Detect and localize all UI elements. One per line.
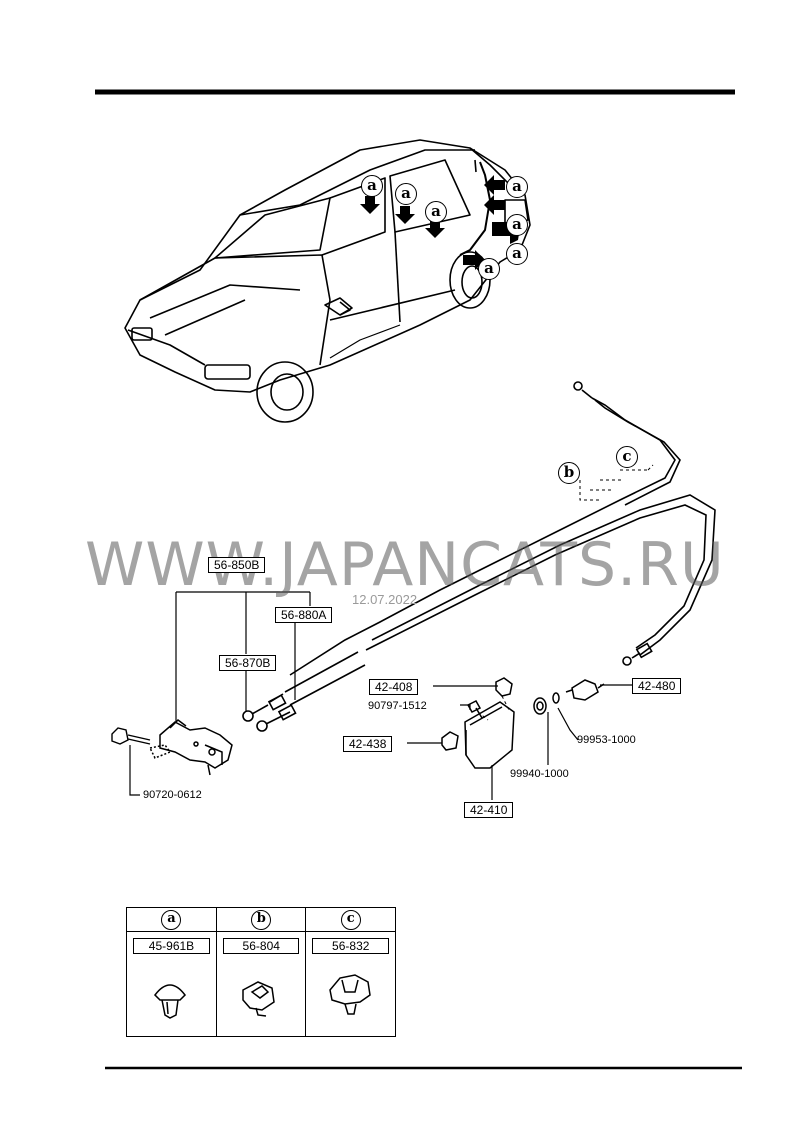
legend-header-b: b [215, 907, 307, 932]
part-label-99940-1000: 99940-1000 [510, 768, 569, 780]
label-leaders [129, 591, 632, 800]
legend-letter-c: c [340, 910, 361, 930]
legend-cell-b: 56-804 [215, 931, 307, 1037]
part-label-42-408: 42-408 [369, 679, 419, 695]
clip-legend-table: a b c 45-961B 56-804 56-832 [126, 907, 396, 1037]
car-illustration [124, 139, 531, 423]
legend-letter-b: b [251, 910, 272, 930]
legend-code-c: 56-832 [312, 938, 389, 954]
part-label-42-438: 42-438 [343, 736, 393, 752]
legend-header-a: a [126, 907, 217, 932]
clip-location-arrows [360, 175, 520, 270]
part-label-42-410: 42-410 [464, 802, 514, 818]
fuel-lid-dashed-leaders [477, 695, 511, 721]
date-stamp: 12.07.2022 [352, 592, 418, 607]
release-cable [242, 381, 716, 732]
legend-code-a: 45-961B [133, 938, 210, 954]
part-label-90797-1512: 90797-1512 [368, 700, 427, 712]
callout-a-6: a [506, 243, 528, 265]
legend-letter-a: a [161, 910, 182, 930]
fuel-lid-assembly [441, 677, 605, 769]
part-label-56-870B: 56-870B [219, 655, 277, 671]
clip-leaders [579, 464, 654, 501]
callout-a-7: a [478, 258, 500, 280]
callout-c: c [616, 446, 638, 468]
callout-a-2: a [395, 183, 417, 205]
callout-a-4: a [506, 176, 528, 198]
part-label-56-880A: 56-880A [275, 607, 333, 623]
part-label-90720-0612: 90720-0612 [143, 789, 202, 801]
legend-code-b: 56-804 [222, 938, 300, 954]
legend-cell-c: 56-832 [305, 931, 396, 1037]
watermark: WWW.JAPANCATS.RU [85, 530, 725, 600]
legend-cell-a: 45-961B [126, 931, 217, 1037]
hood-latch-assembly [148, 719, 233, 776]
part-label-99953-1000: 99953-1000 [577, 734, 636, 746]
bolt-90720-0612 [111, 727, 151, 745]
legend-header-c: c [305, 907, 396, 932]
part-label-56-850B: 56-850B [208, 557, 266, 573]
callout-a-3: a [425, 201, 447, 223]
callout-b: b [558, 462, 580, 484]
part-label-42-480: 42-480 [632, 678, 682, 694]
callout-a-5: a [506, 214, 528, 236]
callout-a-1: a [361, 175, 383, 197]
